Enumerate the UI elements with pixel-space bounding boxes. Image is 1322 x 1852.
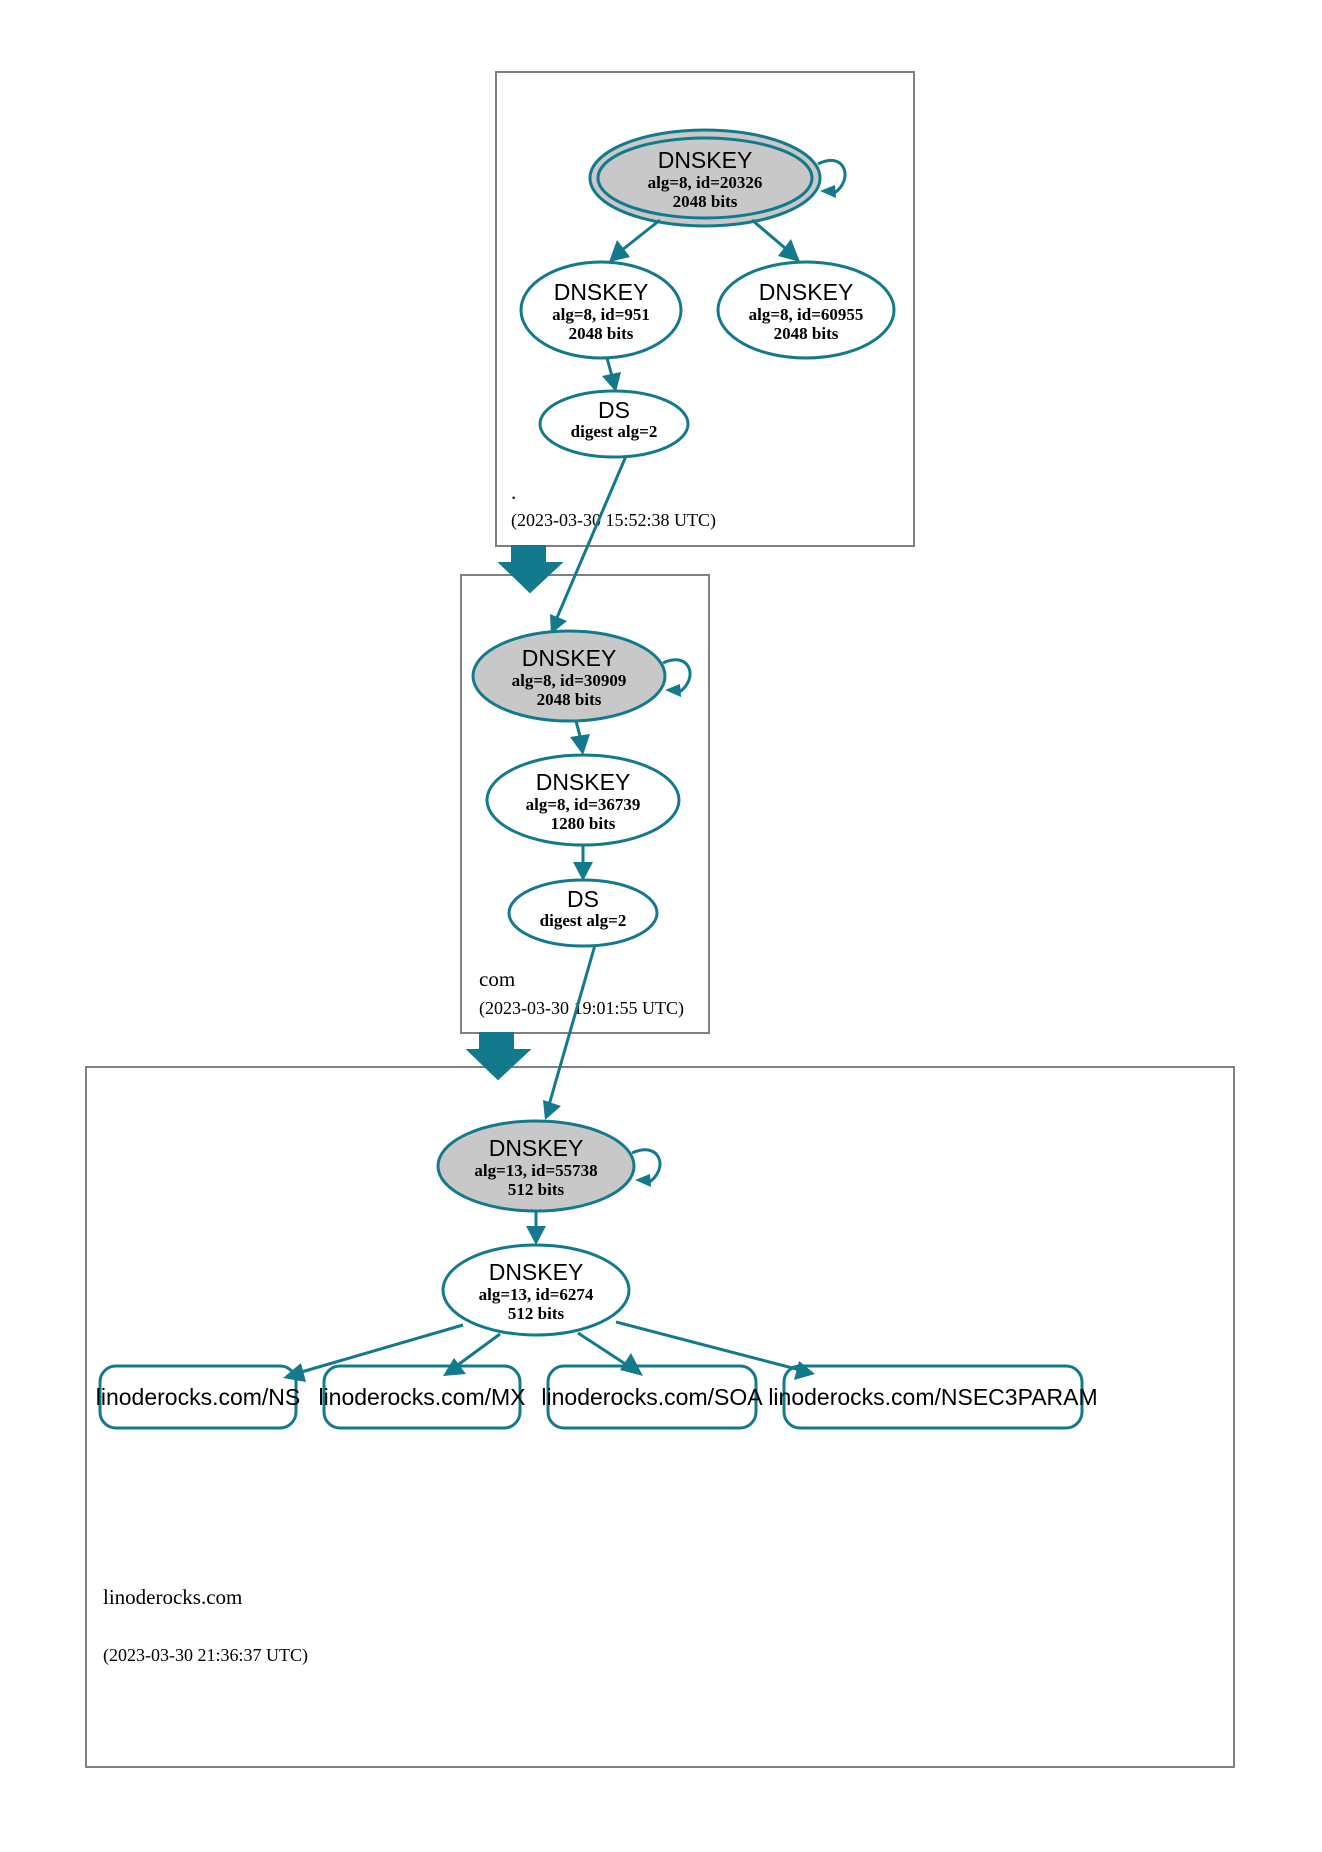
edge-com-ds-to-lr-ksk xyxy=(543,944,597,1120)
rrset-nsec3param-label: linoderocks.com/NSEC3PARAM xyxy=(768,1384,1097,1410)
zone-timestamp-linoderocks: (2023-03-30 21:36:37 UTC) xyxy=(103,1645,308,1666)
rrset-mx-shape xyxy=(322,1364,522,1430)
node-root-ds-detail: digest alg=2 xyxy=(571,422,658,441)
node-root-ksk-inner-ring xyxy=(596,136,814,220)
node-com-zsk-type: DNSKEY xyxy=(536,769,631,795)
rrset-mx-label: linoderocks.com/MX xyxy=(318,1384,525,1410)
node-com-zsk[interactable]: DNSKEY alg=8, id=36739 1280 bits xyxy=(485,753,681,847)
edge-com-zsk-to-ds xyxy=(573,845,593,881)
node-root-ksk-detail: alg=8, id=20326 xyxy=(648,173,763,192)
edge-root-ksk-to-zsk951 xyxy=(609,218,661,262)
node-root-ksk[interactable]: DNSKEY alg=8, id=20326 2048 bits xyxy=(588,128,822,228)
node-com-ksk[interactable]: DNSKEY alg=8, id=30909 2048 bits xyxy=(471,629,667,723)
edge-lr-ksk-to-zsk xyxy=(526,1211,546,1245)
rrset-ns[interactable]: linoderocks.com/NS xyxy=(96,1364,301,1430)
edge-lr-zsk-to-mx xyxy=(443,1332,501,1376)
edge-root-ksk-to-zsk60955 xyxy=(751,218,800,262)
edge-lr-zsk-to-ns xyxy=(283,1323,464,1382)
node-root-ds-shape xyxy=(538,389,690,459)
edge-com-ksk-self-signature xyxy=(662,658,692,697)
node-lr-ksk-bits: 512 bits xyxy=(508,1180,565,1199)
node-root-ksk-bits: 2048 bits xyxy=(673,192,738,211)
rrset-ns-shape xyxy=(98,1364,298,1430)
edge-com-ksk-to-zsk xyxy=(570,720,590,755)
node-com-ksk-type: DNSKEY xyxy=(522,645,617,671)
node-root-ds-type: DS xyxy=(598,397,630,423)
node-root-zsk-951-detail: alg=8, id=951 xyxy=(552,305,650,324)
node-lr-zsk-bits: 512 bits xyxy=(508,1304,565,1323)
node-root-ksk-type: DNSKEY xyxy=(658,147,753,173)
delegation-arrow-root-to-com xyxy=(497,545,564,594)
rrset-ns-label: linoderocks.com/NS xyxy=(96,1384,301,1410)
node-lr-zsk-detail: alg=13, id=6274 xyxy=(479,1285,594,1304)
node-lr-zsk[interactable]: DNSKEY alg=13, id=6274 512 bits xyxy=(441,1243,631,1337)
zone-group-root: DNSKEY alg=8, id=20326 2048 bits DNSKEY … xyxy=(495,71,915,547)
zone-group-com: DNSKEY alg=8, id=30909 2048 bits DNSKEY … xyxy=(460,455,710,1034)
rrset-soa-shape xyxy=(546,1364,758,1430)
node-lr-ksk-type: DNSKEY xyxy=(489,1135,584,1161)
zone-label-linoderocks: linoderocks.com xyxy=(103,1585,242,1609)
edge-root-zsk951-to-ds xyxy=(602,357,621,392)
node-com-ds[interactable]: DS digest alg=2 xyxy=(507,878,659,948)
node-com-zsk-detail: alg=8, id=36739 xyxy=(526,795,641,814)
rrset-nsec3param-shape xyxy=(782,1364,1084,1430)
zone-group-linoderocks: DNSKEY alg=13, id=55738 512 bits DNSKEY … xyxy=(85,944,1235,1768)
rrset-soa-label: linoderocks.com/SOA xyxy=(541,1384,763,1410)
node-com-ksk-bits: 2048 bits xyxy=(537,690,602,709)
node-lr-zsk-type: DNSKEY xyxy=(489,1259,584,1285)
node-lr-ksk-detail: alg=13, id=55738 xyxy=(474,1161,597,1180)
zone-label-root: . xyxy=(511,480,516,504)
zone-label-com: com xyxy=(479,967,515,991)
edge-lr-zsk-to-soa xyxy=(577,1331,643,1376)
rrset-nsec3param[interactable]: linoderocks.com/NSEC3PARAM xyxy=(768,1364,1098,1430)
node-com-ksk-shape xyxy=(471,629,667,723)
edge-lr-zsk-to-nsec3param xyxy=(615,1320,815,1380)
node-lr-ksk[interactable]: DNSKEY alg=13, id=55738 512 bits xyxy=(436,1119,636,1213)
node-root-ds[interactable]: DS digest alg=2 xyxy=(538,389,690,459)
node-root-zsk-60955[interactable]: DNSKEY alg=8, id=60955 2048 bits xyxy=(716,260,896,360)
zone-timestamp-root: (2023-03-30 15:52:38 UTC) xyxy=(511,510,716,531)
node-com-ds-type: DS xyxy=(567,886,599,912)
node-root-zsk-951-type: DNSKEY xyxy=(554,279,649,305)
edge-root-ds-to-com-ksk xyxy=(550,455,628,634)
node-com-ds-detail: digest alg=2 xyxy=(540,911,627,930)
node-com-zsk-bits: 1280 bits xyxy=(551,814,616,833)
node-root-zsk-60955-detail: alg=8, id=60955 xyxy=(749,305,864,324)
node-root-zsk-60955-bits: 2048 bits xyxy=(774,324,839,343)
rrset-mx[interactable]: linoderocks.com/MX xyxy=(318,1364,526,1430)
node-root-zsk-951[interactable]: DNSKEY alg=8, id=951 2048 bits xyxy=(519,260,683,360)
rrset-soa[interactable]: linoderocks.com/SOA xyxy=(541,1364,763,1430)
node-com-ksk-detail: alg=8, id=30909 xyxy=(512,671,627,690)
node-root-zsk-951-shape xyxy=(519,260,683,360)
edge-lr-ksk-self-signature xyxy=(631,1148,662,1187)
delegation-arrow-com-to-linoderocks xyxy=(465,1032,532,1081)
node-root-zsk-951-bits: 2048 bits xyxy=(569,324,634,343)
node-root-zsk-60955-shape xyxy=(716,260,896,360)
zone-timestamp-com: (2023-03-30 19:01:55 UTC) xyxy=(479,998,684,1019)
node-root-zsk-60955-type: DNSKEY xyxy=(759,279,854,305)
edge-root-ksk-self-signature xyxy=(817,158,847,198)
